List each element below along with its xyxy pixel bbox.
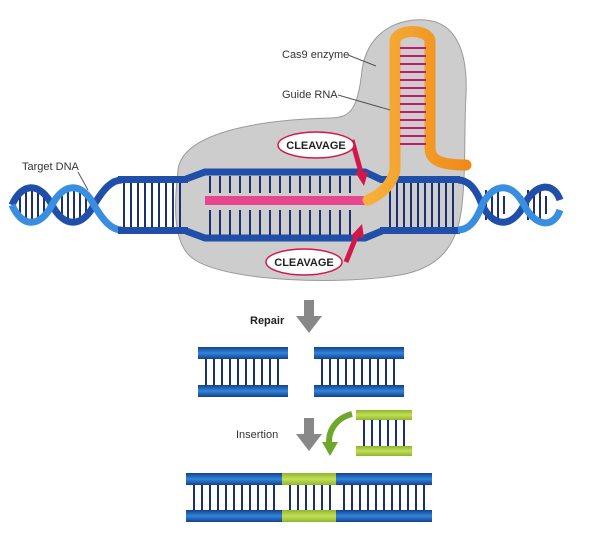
guide-rna-hairpin xyxy=(362,26,472,206)
down-arrow-icon xyxy=(296,418,322,451)
dna-open-region xyxy=(184,168,384,242)
insertion-label: Insertion xyxy=(236,429,278,441)
dna-helix-left xyxy=(8,176,123,234)
dna-ladder-left xyxy=(118,176,188,234)
curved-insert-arrow-icon xyxy=(322,411,353,456)
dna-fragment-left xyxy=(198,347,288,397)
svg-text:CLEAVAGE: CLEAVAGE xyxy=(274,257,334,269)
cleavage-label-bottom: CLEAVAGE xyxy=(265,248,343,276)
cleavage-arrow-icon xyxy=(343,224,364,263)
guide-rna-label: Guide RNA xyxy=(282,89,338,101)
insert-dna-segment xyxy=(356,410,412,456)
guide-rna-strand xyxy=(205,196,365,205)
dna-ladder-right xyxy=(380,176,460,234)
cas9-enzyme-label: Cas9 enzyme xyxy=(282,49,349,61)
dna-helix-right xyxy=(457,176,564,234)
dna-fragment-right xyxy=(314,347,404,397)
repair-label: Repair xyxy=(250,315,285,327)
svg-text:CLEAVAGE: CLEAVAGE xyxy=(286,140,346,152)
repaired-dna xyxy=(186,473,432,522)
cleavage-label-top: CLEAVAGE xyxy=(277,131,355,159)
down-arrow-icon xyxy=(296,300,322,333)
target-dna-label: Target DNA xyxy=(22,161,80,173)
